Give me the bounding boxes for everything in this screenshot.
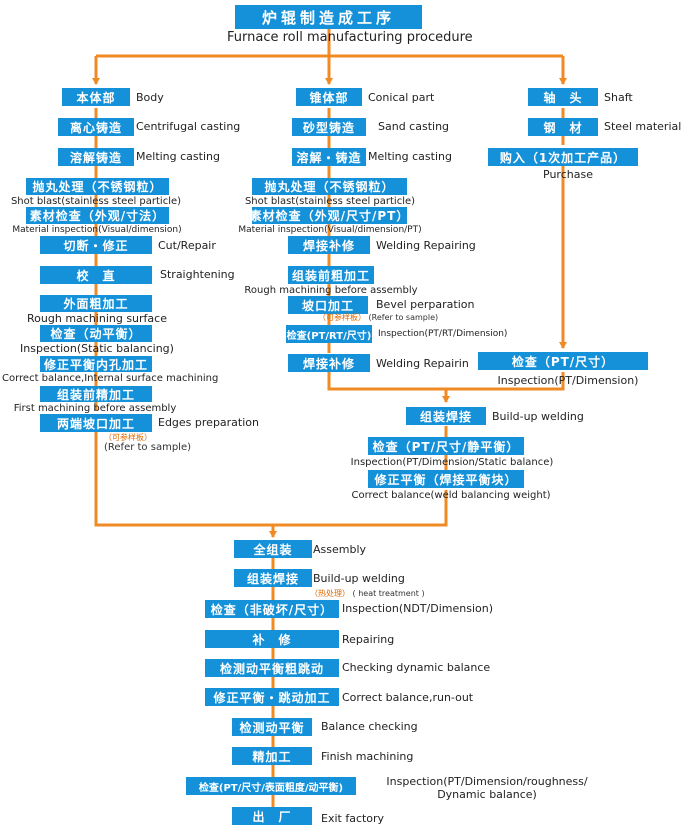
label-conical-material-inspection: Material inspection(Visual/dimension/PT) bbox=[238, 225, 422, 235]
label-conical-melting-casting: Melting casting bbox=[368, 150, 452, 163]
label-conical-shot-blast: Shot blast(stainless steel particle) bbox=[244, 196, 416, 207]
label-body: Body bbox=[136, 91, 164, 104]
step-edges-preparation: 两端坡口加工 bbox=[40, 414, 152, 432]
step-ndt-inspection: 检查（非破坏/尺寸） bbox=[205, 600, 339, 618]
body-note-cn: （可参样板） bbox=[104, 433, 152, 442]
label-welding-repair-2: Welding Repairin bbox=[376, 357, 469, 370]
conical-refer-sample-note: （可参样板） (Refer to sample) bbox=[318, 313, 438, 323]
label-purchase: Purchase bbox=[543, 168, 593, 181]
label-welding-repairing: Welding Repairing bbox=[376, 239, 476, 252]
label-ndt-inspection: Inspection(NDT/Dimension) bbox=[342, 602, 493, 615]
step-finish-machining: 精加工 bbox=[232, 747, 312, 765]
label-correct-balance-internal: Correct balance,Internal surface machini… bbox=[2, 373, 219, 384]
label-weld-balancing-weight: Correct balance(weld balancing weight) bbox=[351, 490, 551, 501]
heat-treatment-cn: （热处理） bbox=[310, 589, 350, 598]
step-buildup-welding: 组装焊接 bbox=[406, 407, 486, 425]
label-shaft: Shaft bbox=[604, 91, 633, 104]
step-body: 本体部 bbox=[62, 88, 130, 106]
label-conical-part: Conical part bbox=[368, 91, 435, 104]
step-rough-machining-before-assembly: 组装前粗加工 bbox=[288, 266, 374, 284]
step-welding-repair-2: 焊接补修 bbox=[288, 354, 370, 372]
step-shaft-inspection: 检查（PT/尺寸） bbox=[478, 352, 648, 370]
label-rough-machining-before-assembly: Rough machining before assembly bbox=[244, 285, 418, 296]
label-edges-preparation: Edges preparation bbox=[158, 416, 259, 429]
step-repairing: 补 修 bbox=[205, 630, 339, 648]
step-static-balancing: 检查（动平衡） bbox=[40, 325, 152, 342]
step-pt-rt-inspection: 检查(PT/RT/尺寸) bbox=[286, 325, 372, 343]
step-centrifugal-casting: 离心铸造 bbox=[58, 118, 134, 136]
label-correct-balance-runout: Correct balance,run-out bbox=[342, 691, 474, 704]
connector-shaft-to-buildup bbox=[446, 372, 565, 391]
step-correct-balance-internal: 修正平衡内孔加工 bbox=[40, 356, 152, 372]
label-rough-machining-surface: Rough machining surface bbox=[27, 312, 167, 325]
conical-note-en: (Refer to sample) bbox=[368, 313, 439, 322]
conical-note-cn: （可参样板） bbox=[318, 313, 366, 322]
step-body-melting-casting: 溶解铸造 bbox=[58, 148, 134, 166]
label-straightening: Straightening bbox=[160, 268, 235, 281]
step-correct-balance-runout: 修正平衡・跳动加工 bbox=[205, 688, 339, 706]
body-refer-sample-note: （可参样板） (Refer to sample) bbox=[104, 433, 191, 453]
step-static-balance-inspection: 检查（PT/尺寸/静平衡） bbox=[368, 437, 524, 455]
label-shaft-inspection: Inspection(PT/Dimension) bbox=[497, 374, 639, 387]
title-box: 炉辊制造成工序 bbox=[235, 5, 422, 29]
step-steel-material: 钢 材 bbox=[528, 118, 598, 136]
step-weld-balancing-weight: 修正平衡（焊接平衡块） bbox=[368, 470, 524, 488]
step-sand-casting: 砂型铸造 bbox=[292, 118, 366, 136]
step-purchase: 购入（1次加工产品） bbox=[488, 148, 638, 166]
body-note-en: (Refer to sample) bbox=[104, 442, 191, 453]
label-first-machining: First machining before assembly bbox=[13, 403, 177, 414]
step-bevel-preparation: 坡口加工 bbox=[288, 296, 368, 314]
step-body-shot-blast: 抛丸处理（不锈钢粒） bbox=[26, 178, 169, 195]
label-bevel-preparation: Bevel perparation bbox=[376, 298, 475, 311]
step-shaft: 轴 头 bbox=[528, 88, 598, 106]
label-pt-rt-inspection: Inspection(PT/RT/Dimension) bbox=[378, 329, 508, 339]
connector-body-to-assembly bbox=[94, 432, 448, 527]
title-english: Furnace roll manufacturing procedure bbox=[227, 30, 473, 45]
label-steel-material: Steel material bbox=[604, 120, 682, 133]
label-repairing: Repairing bbox=[342, 633, 395, 646]
label-sand-casting: Sand casting bbox=[378, 120, 450, 133]
step-final-buildup-welding: 组装焊接 bbox=[234, 569, 312, 587]
step-conical-melting-casting: 溶解・铸造 bbox=[292, 148, 366, 166]
label-static-balance-inspection: Inspection(PT/Dimension/Static balance) bbox=[350, 457, 554, 468]
label-exit-factory: Exit factory bbox=[321, 812, 385, 825]
step-assembly: 全组装 bbox=[234, 540, 312, 558]
step-conical-material-inspection: 素材检查（外观/尺寸/PT） bbox=[252, 207, 407, 224]
step-final-inspection: 检查(PT/尺寸/表面粗度/动平衡) bbox=[186, 777, 356, 795]
label-final-buildup-welding: Build-up welding bbox=[313, 572, 405, 585]
label-cut-repair: Cut/Repair bbox=[158, 239, 216, 252]
label-body-shot-blast: Shot blast(stainless steel particle) bbox=[10, 196, 182, 207]
step-conical-shot-blast: 抛丸处理（不锈钢粒） bbox=[252, 178, 407, 195]
step-exit-factory: 出 厂 bbox=[232, 807, 312, 825]
step-conical-part: 锥体部 bbox=[296, 88, 362, 106]
heat-treatment-note: （热处理） ( heat treatment ) bbox=[310, 589, 425, 599]
label-finish-machining: Finish machining bbox=[321, 750, 414, 763]
heat-treatment-en: ( heat treatment ) bbox=[352, 589, 425, 598]
step-rough-machining-surface: 外面粗加工 bbox=[40, 295, 152, 312]
label-body-material-inspection: Material inspection(Visual/dimension) bbox=[12, 225, 182, 235]
label-balance-checking: Balance checking bbox=[321, 720, 418, 733]
step-straightening: 校 直 bbox=[40, 266, 152, 284]
step-balance-checking: 检测动平衡 bbox=[232, 718, 312, 736]
step-body-material-inspection: 素材检查（外观/寸法） bbox=[26, 207, 169, 224]
step-welding-repairing: 焊接补修 bbox=[288, 236, 370, 254]
step-first-machining: 组装前精加工 bbox=[40, 386, 152, 402]
label-final-inspection: Inspection(PT/Dimension/roughness/ Dynam… bbox=[386, 775, 588, 801]
label-assembly: Assembly bbox=[313, 543, 367, 556]
label-body-melting-casting: Melting casting bbox=[136, 150, 220, 163]
label-centrifugal-casting: Centrifugal casting bbox=[136, 120, 241, 133]
connector-conical-to-buildup bbox=[327, 370, 450, 403]
label-buildup-welding: Build-up welding bbox=[492, 410, 584, 423]
label-checking-dynamic-balance: Checking dynamic balance bbox=[342, 661, 491, 674]
label-static-balancing: Inspection(Static balancing) bbox=[20, 342, 174, 355]
step-cut-repair: 切断・修正 bbox=[40, 236, 152, 254]
step-checking-dynamic-balance: 检测动平衡粗跳动 bbox=[205, 659, 339, 677]
